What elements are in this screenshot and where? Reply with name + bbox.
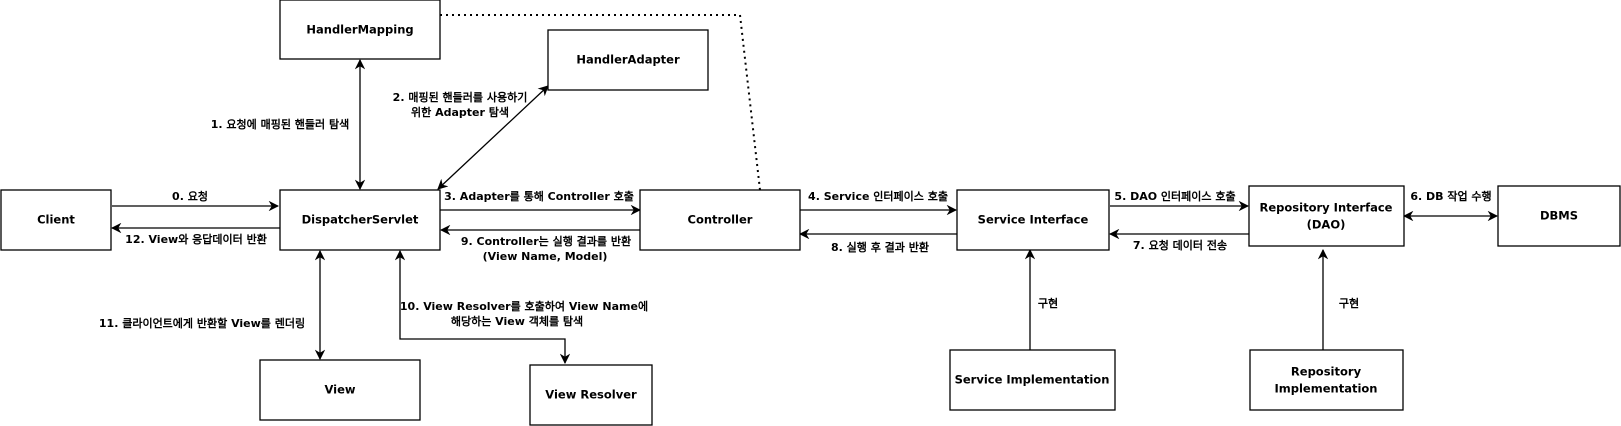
edge-label-9-line2: (View Name, Model) — [483, 250, 608, 263]
service-interface-node: Service Interface — [956, 189, 1110, 251]
edge-label-5: 5. DAO 인터페이스 호출 — [1114, 189, 1235, 203]
edge-label-6: 6. DB 작업 수행 — [1410, 189, 1491, 203]
view-resolver-node: View Resolver — [529, 364, 653, 426]
edge-label-10-line1: 10. View Resolver를 호출하여 View Name에 — [400, 299, 648, 313]
edge-label-7: 7. 요청 데이터 전송 — [1133, 238, 1227, 252]
edge-label-implements-service: 구현 — [1038, 296, 1058, 310]
edge-label-1: 1. 요청에 매핑된 핸들러 탐색 — [211, 117, 349, 131]
client-node: Client — [0, 189, 112, 251]
edge-label-2-line2: 위한 Adapter 탐색 — [411, 105, 509, 119]
dbms-node: DBMS — [1497, 185, 1621, 247]
edge-label-8: 8. 실행 후 결과 반환 — [831, 240, 929, 254]
controller-label: Controller — [688, 213, 753, 227]
edge-label-2-line1: 2. 매핑된 핸들러를 사용하기 — [393, 90, 528, 104]
edge-view-resolver — [394, 249, 571, 365]
edge-label-10-line2: 해당하는 View 객체를 탐색 — [451, 314, 583, 328]
service-implementation-node: Service Implementation — [949, 349, 1116, 411]
repository-interface-node: Repository Interface (DAO) — [1248, 185, 1405, 247]
handler-adapter-label: HandlerAdapter — [576, 53, 680, 67]
repository-interface-dao-label: (DAO) — [1307, 218, 1346, 232]
client-label: Client — [37, 213, 75, 227]
service-implementation-label: Service Implementation — [955, 373, 1110, 387]
edge-label-11: 11. 클라이언트에게 반환할 View를 렌더링 — [99, 316, 305, 330]
edge-label-4: 4. Service 인터페이스 호출 — [808, 189, 948, 203]
edge-label-implements-repository: 구현 — [1339, 296, 1359, 310]
service-interface-label: Service Interface — [978, 213, 1089, 227]
view-resolver-label: View Resolver — [545, 388, 637, 402]
dispatcher-servlet-label: DispatcherServlet — [302, 213, 419, 227]
handler-mapping-node: HandlerMapping — [279, 0, 441, 60]
handler-adapter-node: HandlerAdapter — [547, 29, 709, 91]
edge-label-12: 12. View와 응답데이터 반환 — [125, 232, 267, 246]
dispatcher-servlet-node: DispatcherServlet — [279, 189, 441, 251]
repository-implementation-label-2: Implementation — [1275, 382, 1378, 396]
view-label: View — [324, 383, 355, 397]
edge-label-9-line1: 9. Controller는 실행 결과를 반환 — [461, 234, 631, 248]
controller-node: Controller — [639, 189, 801, 251]
repository-interface-label: Repository Interface — [1260, 201, 1393, 215]
repository-implementation-node: Repository Implementation — [1249, 349, 1404, 411]
handler-mapping-label: HandlerMapping — [306, 23, 413, 37]
repository-implementation-label: Repository — [1291, 365, 1362, 379]
edge-label-0: 0. 요청 — [172, 189, 208, 203]
edge-handler-adapter — [437, 85, 549, 190]
dbms-label: DBMS — [1540, 209, 1578, 223]
handlermapping-controller-dotted-link — [428, 14, 761, 191]
view-node: View — [259, 359, 421, 421]
edge-label-3: 3. Adapter를 통해 Controller 호출 — [444, 189, 634, 203]
